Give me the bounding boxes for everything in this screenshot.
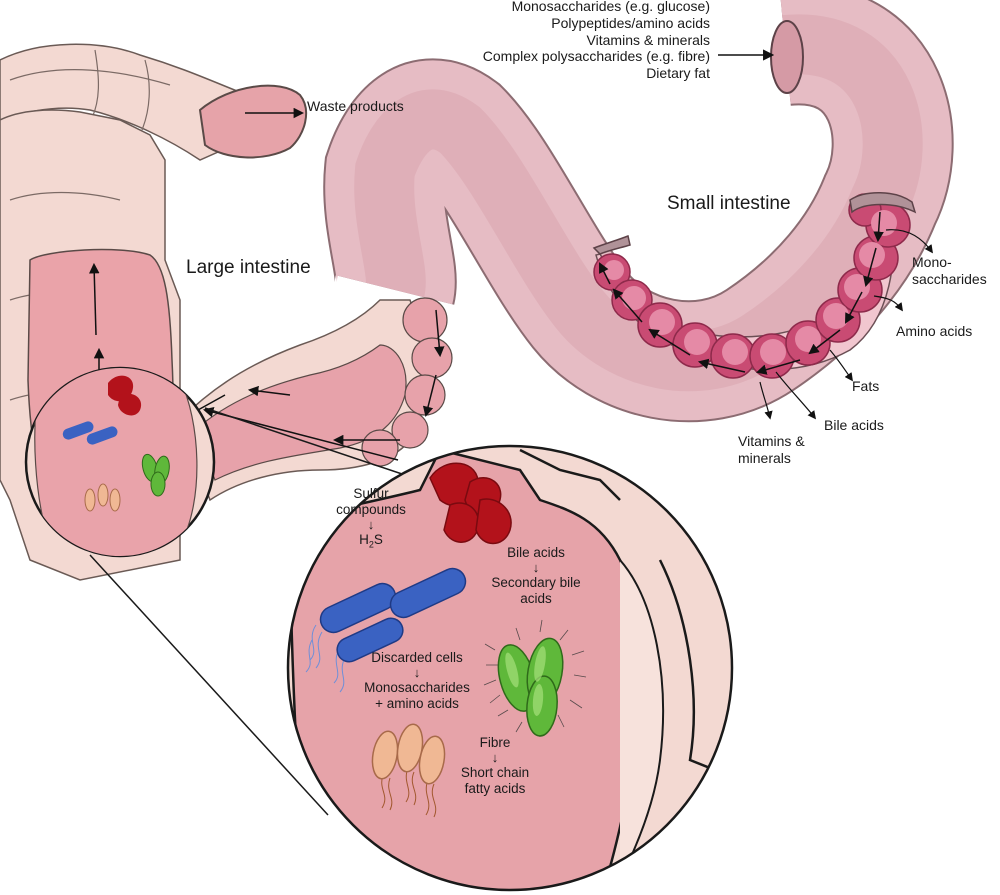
- input-list: Monosaccharides (e.g. glucose) Polypepti…: [483, 0, 710, 82]
- fibre-label: Fibre ↓ Short chain fatty acids: [440, 735, 550, 797]
- sulfur-compounds-label: Sulfur compounds ↓ H2S: [326, 486, 416, 551]
- cells-line-3: + amino acids: [375, 696, 459, 712]
- discarded-cells-label: Discarded cells ↓ Monosaccharides + amin…: [352, 650, 482, 712]
- green-bacteria: [483, 619, 587, 737]
- large-intestine-title: Large intestine: [186, 257, 311, 278]
- fibre-line-3: fatty acids: [464, 781, 526, 797]
- red-bacteria: [429, 462, 512, 545]
- small-intestine-title: Small intestine: [667, 193, 791, 214]
- h2s-label: H2S: [359, 532, 383, 550]
- fibre-arrow: ↓: [491, 750, 499, 766]
- input-item-monosaccharides: Monosaccharides (e.g. glucose): [511, 0, 710, 14]
- fibre-line-1: Fibre: [479, 735, 511, 750]
- bile-line-3: acids: [520, 591, 552, 607]
- mono-line-1: Mono-: [912, 254, 952, 270]
- inset-magnified-view: [286, 444, 734, 892]
- mini-green-bacteria: [141, 453, 170, 497]
- input-item-vitamins: Vitamins & minerals: [586, 31, 710, 48]
- blue-bacteria: [305, 567, 467, 693]
- small-intestine-tube: [323, 0, 954, 423]
- small-intestine-opening: [770, 20, 804, 94]
- cells-arrow: ↓: [413, 665, 421, 681]
- absorbed-vitamins-label: Vitamins & minerals: [738, 433, 805, 467]
- villi-section: [592, 192, 933, 420]
- absorbed-amino-acids-label: Amino acids: [896, 323, 973, 339]
- mini-red-bacteria: [108, 375, 142, 416]
- absorbed-monosaccharides-label: Mono- saccharides: [912, 254, 987, 288]
- sulfur-line-2: compounds: [336, 502, 406, 518]
- vit-line-1: Vitamins &: [738, 433, 805, 449]
- waste-products-label: Waste products: [307, 98, 404, 114]
- peach-bacteria: [371, 723, 446, 818]
- sulfur-arrow: ↓: [367, 517, 375, 533]
- magnifier-small: [24, 366, 216, 558]
- bile-line-1: Bile acids: [507, 545, 565, 560]
- bile-acids-inset-label: Bile acids ↓ Secondary bile acids: [476, 545, 596, 607]
- bile-arrow: ↓: [532, 560, 540, 576]
- mini-blue-bacteria: [62, 421, 118, 445]
- sulfur-line-1: Sulfur: [353, 486, 389, 501]
- mono-line-2: saccharides: [912, 270, 987, 287]
- bile-line-2: Secondary bile: [491, 574, 581, 590]
- fibre-line-2: Short chain: [460, 764, 530, 780]
- input-item-polypeptides: Polypeptides/amino acids: [551, 14, 710, 31]
- mini-peach-bacteria: [84, 483, 121, 512]
- absorbed-bile-acids-label: Bile acids: [824, 417, 884, 433]
- vit-line-2: minerals: [738, 449, 791, 466]
- zoom-connectors: [89, 407, 421, 816]
- cells-line-2: Monosaccharides: [364, 679, 470, 695]
- input-item-dietary-fat: Dietary fat: [646, 65, 710, 82]
- absorbed-fats-label: Fats: [852, 378, 880, 394]
- input-item-polysaccharides: Complex polysaccharides (e.g. fibre): [482, 48, 710, 65]
- cells-line-1: Discarded cells: [371, 650, 463, 665]
